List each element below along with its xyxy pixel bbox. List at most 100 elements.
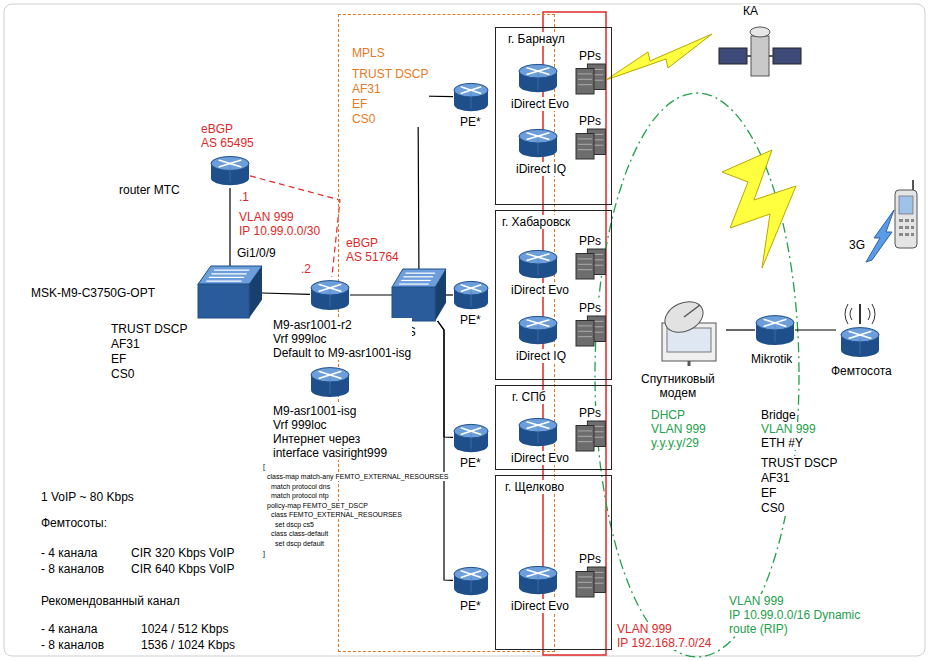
server-slot <box>578 576 592 577</box>
router-icon-drawing <box>518 563 558 597</box>
router-arrow <box>527 570 550 577</box>
note-label: class FEMTO_EXTERNAL_RESOURSES <box>270 510 403 519</box>
phone-key <box>911 233 914 236</box>
modem-stand <box>688 361 691 366</box>
server-slot <box>578 258 592 259</box>
radio-link <box>606 34 712 80</box>
antenna <box>859 304 861 324</box>
server-slot <box>578 436 592 437</box>
router-arrow <box>527 254 550 261</box>
modem-icon: Спутниковый модемDHCP VLAN 999 y.y.y.y/2… <box>650 293 726 367</box>
phone-key <box>905 226 909 229</box>
server-icon: PPs <box>576 316 606 346</box>
note-label: 1024 / 512 Kbps <box>140 622 229 636</box>
router-arrow <box>319 371 342 378</box>
note-label: VLAN 999 IP 10.99.0.0/16 Dynamic route (… <box>728 594 861 636</box>
server-slot <box>578 331 592 332</box>
node-label: iDirect Evo <box>510 451 570 465</box>
note-label: VLAN 999 IP 10.99.0.0/30 <box>238 210 321 238</box>
node-label: router МТС <box>118 183 181 197</box>
router-shade <box>230 166 231 182</box>
router-shade <box>330 291 331 308</box>
node-label: TRUST DSCP AF31 EF CS0 <box>760 456 838 516</box>
phone-key <box>911 226 914 229</box>
router-arrow <box>527 133 550 140</box>
satellite-icon-drawing <box>715 4 805 90</box>
server-slot <box>578 269 592 270</box>
note-label: 1 VoIP ~ 80 Kbps <box>40 490 135 504</box>
router-icon-drawing <box>518 415 558 449</box>
node-label: iDirect IQ <box>515 349 567 363</box>
node-label: PPs <box>578 114 602 128</box>
modem-icon-drawing <box>650 293 726 367</box>
note-label: Фемтосоты: <box>40 516 108 530</box>
router-icon-drawing <box>453 421 489 455</box>
phone-icon <box>895 190 917 248</box>
switch-icon: MSK-M9-C3750G-OPTTRUST DSCP AF31 EF CS0 <box>198 266 262 318</box>
server-icon: PPs <box>576 567 606 597</box>
note-label: 3G <box>848 238 866 252</box>
router-icon: iDirect Evo <box>518 415 558 449</box>
switch-arrow <box>214 270 249 271</box>
note-label: .1 <box>238 190 250 204</box>
router-icon: iDirect IQ <box>518 126 558 160</box>
node-label: M9-asr1001-r2 Vrf 999loc Default to M9-a… <box>272 318 412 360</box>
node-label: VLAN 999 <box>760 422 817 436</box>
switch-front <box>198 284 249 318</box>
femtocell-icon: Фемтосота <box>836 300 884 360</box>
router-arrow <box>527 68 550 75</box>
router-arrow <box>527 422 550 429</box>
server-slot <box>578 582 592 583</box>
node-label: iDirect Evo <box>510 283 570 297</box>
switch-icon: MPLS <box>392 269 446 321</box>
node-label: Фемтосота <box>830 364 893 378</box>
node-label: PPs <box>578 234 602 248</box>
switch-front <box>392 287 435 321</box>
server-icon-drawing <box>576 129 606 159</box>
router-icon: iDirect Evo <box>518 247 558 281</box>
node-label: Bridge <box>760 408 797 422</box>
solar-panel <box>719 48 747 64</box>
router-arrow <box>849 331 872 338</box>
server-slot <box>578 264 592 265</box>
node-label: PPs <box>578 552 602 566</box>
router-shade <box>775 326 776 343</box>
router-shade <box>471 291 472 307</box>
router-icon-drawing <box>210 153 250 188</box>
page-frame <box>4 4 925 656</box>
server-case <box>576 69 594 95</box>
router-arrow <box>461 87 481 94</box>
node-label: PPs <box>578 49 602 63</box>
note-label: VLAN 999 IP 192.168.7.0/24 <box>616 622 713 650</box>
router-shade <box>471 93 472 109</box>
note-label: .2 <box>300 262 312 276</box>
note-label: set dscp cs5 <box>274 520 315 529</box>
server-slot <box>578 441 592 442</box>
router-arrow <box>461 571 481 578</box>
vlan-area <box>595 93 799 657</box>
server-slot <box>578 73 592 74</box>
router-shade <box>538 74 539 90</box>
phone-key <box>899 233 903 236</box>
node-label: iDirect IQ <box>515 162 567 176</box>
server-icon-drawing <box>576 64 606 94</box>
satellite-dish <box>660 296 708 338</box>
router-icon-drawing <box>518 313 558 347</box>
node-label: PE* <box>459 313 482 327</box>
server-icon-drawing <box>576 249 606 279</box>
switch-arrow <box>401 280 431 281</box>
router-arrow <box>849 331 872 338</box>
site-title: MPLS <box>351 46 386 60</box>
satellite-dish <box>750 27 770 37</box>
network-link <box>262 293 310 294</box>
note-label: match protocol ntp <box>270 491 330 500</box>
server-case <box>576 254 594 280</box>
site-box: г. БарнаулiDirect EvoPPsiDirect IQPPs <box>495 27 612 205</box>
router-icon-drawing <box>755 312 795 348</box>
node-label: PE* <box>459 599 482 613</box>
router-arrow <box>219 160 242 167</box>
router-arrow <box>461 87 481 94</box>
router-shade <box>538 428 539 444</box>
satellite-icon: КА <box>715 4 805 90</box>
note-label: CIR 320 Kbps VoIP <box>130 546 235 560</box>
